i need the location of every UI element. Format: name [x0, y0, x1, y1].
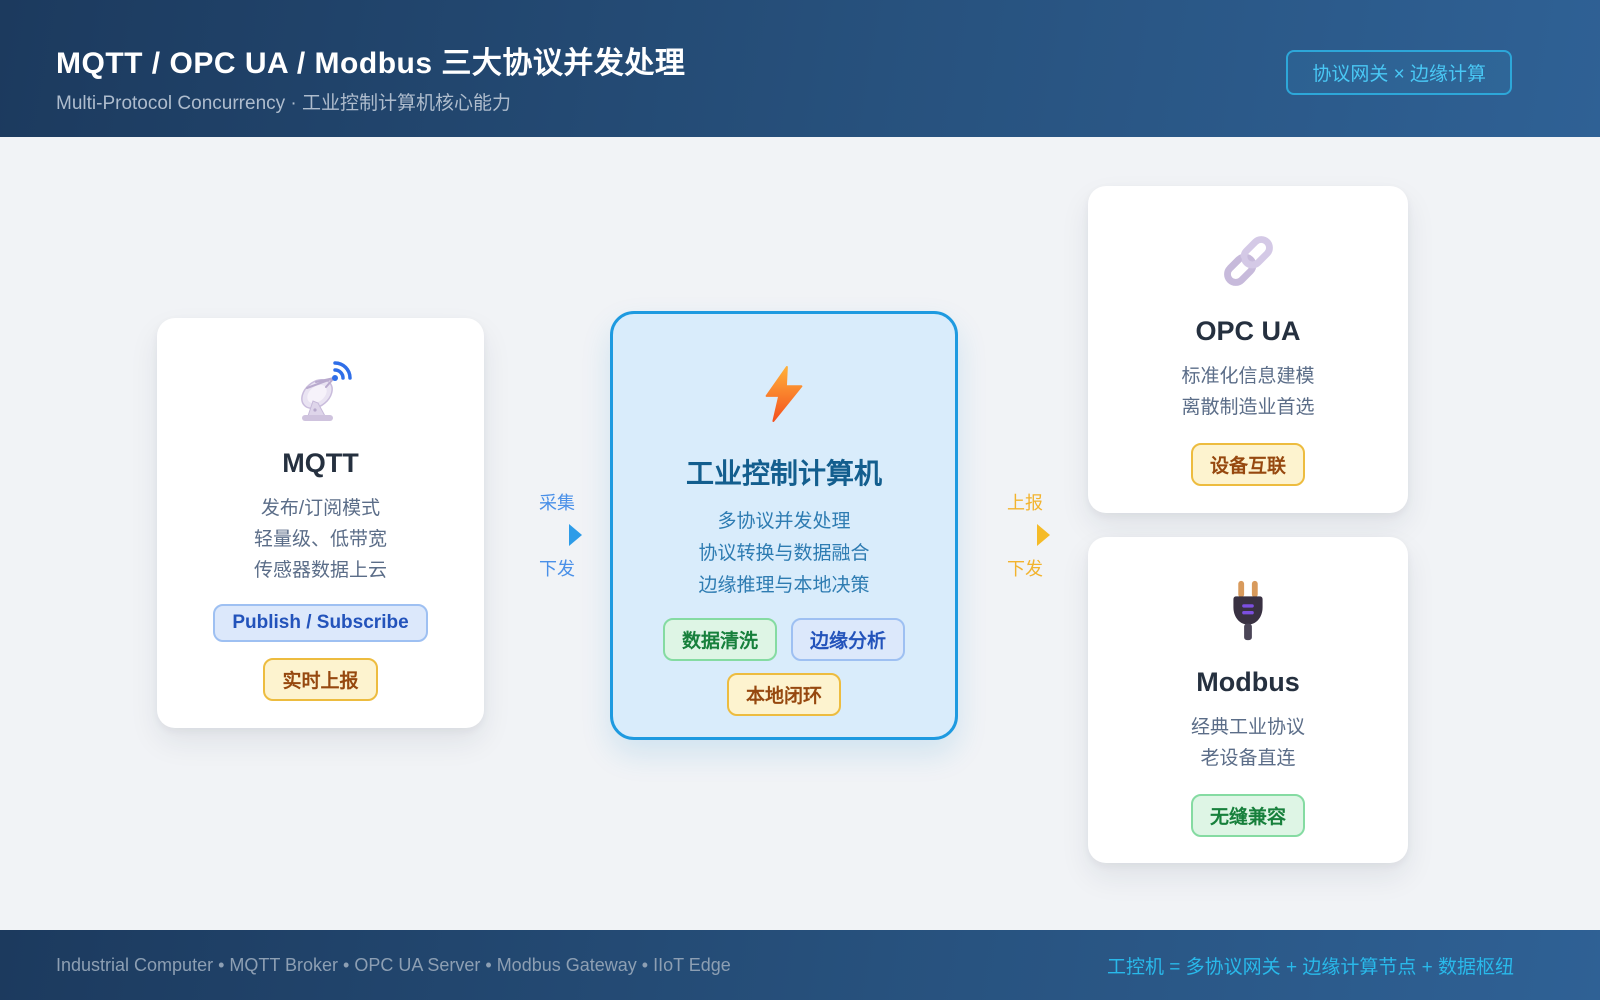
lightning-bolt-icon — [755, 362, 813, 426]
connector-dispatch-label: 下发 — [539, 559, 575, 579]
connector-collect-dispatch: 采集 下发 — [525, 489, 589, 581]
card-modbus-title: Modbus — [1196, 667, 1300, 697]
arrow-right-icon — [568, 524, 582, 546]
connector-report-dispatch: 上报 下发 — [993, 489, 1057, 581]
page-subtitle: Multi-Protocol Concurrency · 工业控制计算机核心能力 — [56, 93, 512, 114]
card-mqtt-line: 发布/订阅模式 — [260, 498, 381, 519]
connector-dispatch-label: 下发 — [1007, 559, 1043, 579]
badge-realtime-report: 实时上报 — [263, 658, 378, 701]
badge-edge-analysis: 边缘分析 — [791, 618, 906, 661]
card-mqtt-line: 轻量级、低带宽 — [253, 529, 387, 550]
connector-collect-label: 采集 — [539, 493, 575, 513]
card-mqtt: MQTT 发布/订阅模式 轻量级、低带宽 传感器数据上云 Publish / S… — [157, 318, 484, 728]
card-opcua: OPC UA 标准化信息建模 离散制造业首选 设备互联 — [1088, 186, 1408, 513]
card-modbus-line: 老设备直连 — [1200, 748, 1296, 769]
card-industrial-computer-title: 工业控制计算机 — [685, 458, 882, 489]
satellite-antenna-icon — [285, 356, 357, 428]
footer-keywords: Industrial Computer • MQTT Broker • OPC … — [56, 954, 731, 975]
footer-summary: 工控机 = 多协议网关 + 边缘计算节点 + 数据枢纽 — [1107, 956, 1514, 978]
card-mqtt-description: 发布/订阅模式 轻量级、低带宽 传感器数据上云 — [254, 493, 387, 586]
card-industrial-computer: 工业控制计算机 多协议并发处理 协议转换与数据融合 边缘推理与本地决策 数据清洗… — [610, 311, 958, 740]
card-opcua-description: 标准化信息建模 离散制造业首选 — [1181, 361, 1314, 423]
header-badge: 协议网关 × 边缘计算 — [1286, 50, 1512, 95]
card-industrial-computer-description: 多协议并发处理 协议转换与数据融合 边缘推理与本地决策 — [698, 506, 869, 602]
badge-local-loop: 本地闭环 — [726, 673, 841, 716]
chain-link-icon — [1213, 224, 1283, 296]
card-opcua-title: OPC UA — [1195, 316, 1301, 346]
electric-plug-icon — [1213, 575, 1283, 647]
card-modbus-description: 经典工业协议 老设备直连 — [1191, 712, 1305, 774]
card-opcua-badges: 设备互联 — [1190, 443, 1305, 486]
header-bar: MQTT / OPC UA / Modbus 三大协议并发处理 Multi-Pr… — [0, 0, 1600, 137]
card-modbus: Modbus 经典工业协议 老设备直连 无缝兼容 — [1088, 537, 1408, 863]
badge-publish-subscribe: Publish / Subscribe — [213, 604, 428, 642]
card-industrial-computer-line: 多协议并发处理 — [717, 511, 851, 532]
badge-seamless-compat: 无缝兼容 — [1190, 794, 1305, 837]
card-mqtt-line: 传感器数据上云 — [253, 560, 387, 581]
card-mqtt-badges: Publish / Subscribe 实时上报 — [213, 604, 428, 701]
card-industrial-computer-line: 边缘推理与本地决策 — [698, 575, 870, 596]
arrow-right-icon — [1036, 524, 1050, 546]
card-industrial-computer-badges-row: 数据清洗 边缘分析 — [662, 618, 906, 661]
connector-report-label: 上报 — [1007, 493, 1043, 513]
page-title: MQTT / OPC UA / Modbus 三大协议并发处理 — [56, 47, 686, 80]
card-mqtt-title: MQTT — [282, 448, 359, 478]
diagram-area: MQTT 发布/订阅模式 轻量级、低带宽 传感器数据上云 Publish / S… — [0, 137, 1600, 930]
card-opcua-line: 标准化信息建模 — [1181, 366, 1315, 387]
card-industrial-computer-line: 协议转换与数据融合 — [698, 543, 870, 564]
card-modbus-badges: 无缝兼容 — [1190, 794, 1305, 837]
badge-data-cleaning: 数据清洗 — [662, 618, 777, 661]
card-modbus-line: 经典工业协议 — [1190, 717, 1305, 738]
badge-device-interconnect: 设备互联 — [1190, 443, 1305, 486]
card-industrial-computer-badges-row2: 本地闭环 — [726, 673, 841, 716]
card-opcua-line: 离散制造业首选 — [1181, 397, 1315, 418]
footer-bar: Industrial Computer • MQTT Broker • OPC … — [0, 930, 1600, 1000]
